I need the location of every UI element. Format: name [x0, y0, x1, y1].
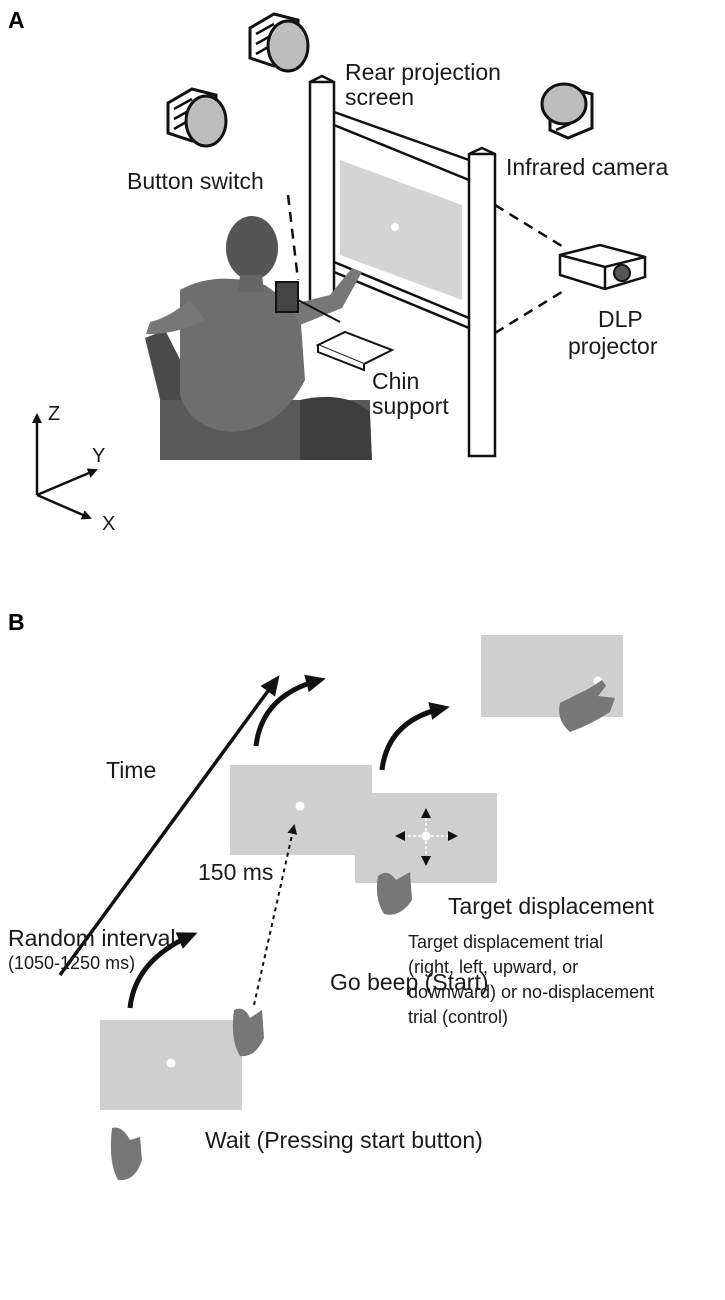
trial-description-line2: (right, left, upward, or [408, 957, 578, 977]
hand-icon [559, 680, 615, 732]
stage-screen-go [230, 765, 372, 855]
coordinate-axes [32, 413, 98, 520]
chin-support-label: Chin [372, 368, 419, 394]
delay-label: 150 ms [198, 859, 273, 885]
camera-icon [540, 82, 594, 140]
projection-lines [286, 194, 566, 335]
wait-label: Wait (Pressing start button) [205, 1127, 483, 1153]
hand-icon [376, 872, 412, 915]
trial-description-line4: trial (control) [408, 1007, 508, 1027]
rear-projection-screen-label-line2: screen [345, 84, 414, 110]
participant-figure [145, 216, 372, 460]
trial-description-line1: Target displacement trial [408, 932, 603, 952]
hand-icon [232, 1008, 264, 1057]
y-axis-label: Y [92, 445, 105, 467]
dlp-projector-label-line2: projector [568, 333, 658, 359]
chin-support-label-line2: support [372, 393, 449, 419]
target-displacement-label: Target displacement [448, 893, 654, 919]
screen-target-dot [391, 223, 399, 231]
camera-icon [248, 12, 310, 73]
x-axis-label: X [102, 513, 115, 535]
dlp-projector-icon [558, 243, 647, 291]
trial-description-line3: downward) or no-displacement [408, 982, 654, 1002]
rear-projection-screen-label: Rear projection [345, 59, 501, 85]
random-interval-label: Random interval [8, 925, 175, 951]
time-label: Time [106, 757, 156, 783]
button-switch-label: Button switch [127, 168, 264, 194]
panel-a-label: A [8, 7, 25, 33]
rear-projection-screen [340, 160, 462, 300]
stage-screen-displacement [355, 793, 497, 883]
hand-icon [110, 1127, 142, 1181]
dlp-projector-label: DLP [598, 306, 643, 332]
projection-frame [308, 74, 497, 458]
go-beep-label: Go beep (Start) [330, 969, 489, 995]
z-axis-label: Z [48, 403, 60, 425]
infrared-camera-label: Infrared camera [506, 154, 669, 180]
chin-support [275, 281, 395, 372]
time-arrow [58, 675, 280, 977]
camera-icon [166, 87, 228, 148]
random-interval-range: (1050-1250 ms) [8, 953, 135, 973]
step-arrows [127, 674, 450, 1009]
panel-b-label: B [8, 609, 25, 635]
stage-screen-wait [100, 1020, 242, 1110]
reach-path-arrow [253, 824, 298, 1006]
